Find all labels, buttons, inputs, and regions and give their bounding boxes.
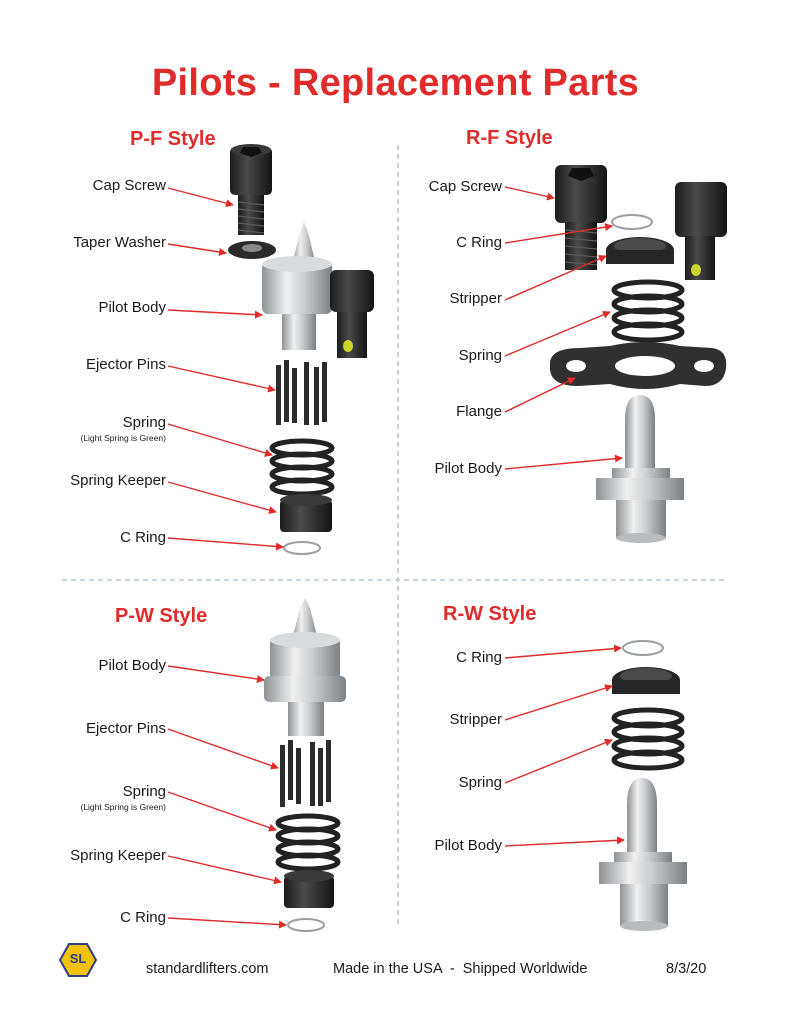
pw-label-spring-keeper: Spring Keeper — [70, 847, 166, 864]
rf-label-spring: Spring — [458, 347, 502, 364]
pw-spring-note: (Light Spring is Green) — [80, 802, 166, 812]
footer-tagline: Made in the USA - Shipped Worldwide — [333, 961, 588, 977]
rw-label-stripper: Stripper — [449, 711, 502, 728]
rw-label-pilot-body: Pilot Body — [434, 837, 502, 854]
page-title: Pilots - Replacement Parts — [151, 62, 640, 104]
section-title-pf: P-F Style — [130, 128, 216, 150]
pf-label-cap-screw: Cap Screw — [92, 177, 166, 194]
rw-parts — [599, 640, 687, 931]
section-title-pw: P-W Style — [115, 605, 208, 627]
rw-label-c-ring: C Ring — [456, 649, 502, 666]
rf-label-cap-screw: Cap Screw — [428, 178, 502, 195]
pw-parts — [264, 598, 346, 932]
pw-label-spring: Spring — [122, 783, 166, 800]
pw-label-ejector-pins: Ejector Pins — [85, 720, 166, 737]
pf-parts — [228, 144, 374, 555]
rf-label-pilot-body: Pilot Body — [434, 460, 502, 477]
sl-logo-icon — [58, 943, 98, 977]
rw-label-spring: Spring — [458, 774, 502, 791]
rf-label-stripper: Stripper — [449, 290, 502, 307]
pw-label-pilot-body: Pilot Body — [98, 657, 166, 674]
section-title-rw: R-W Style — [443, 603, 537, 625]
rf-label-flange: Flange — [456, 403, 502, 420]
callout-arrows — [167, 186, 625, 929]
rf-parts — [550, 165, 727, 543]
pf-spring-note: (Light Spring is Green) — [80, 433, 166, 443]
pf-label-spring-keeper: Spring Keeper — [70, 472, 166, 489]
footer-date: 8/3/20 — [666, 961, 707, 977]
pf-label-pilot-body: Pilot Body — [98, 299, 166, 316]
section-title-rf: R-F Style — [466, 127, 553, 149]
pw-label-c-ring: C Ring — [120, 909, 166, 926]
pf-label-ejector-pins: Ejector Pins — [85, 356, 166, 373]
footer-website[interactable]: standardlifters.com — [146, 961, 269, 977]
pf-label-taper-washer: Taper Washer — [73, 234, 166, 251]
rf-label-c-ring: C Ring — [456, 234, 502, 251]
pf-label-spring: Spring — [122, 414, 166, 431]
pf-label-c-ring: C Ring — [120, 529, 166, 546]
sl-logo-text: SL — [69, 951, 87, 966]
